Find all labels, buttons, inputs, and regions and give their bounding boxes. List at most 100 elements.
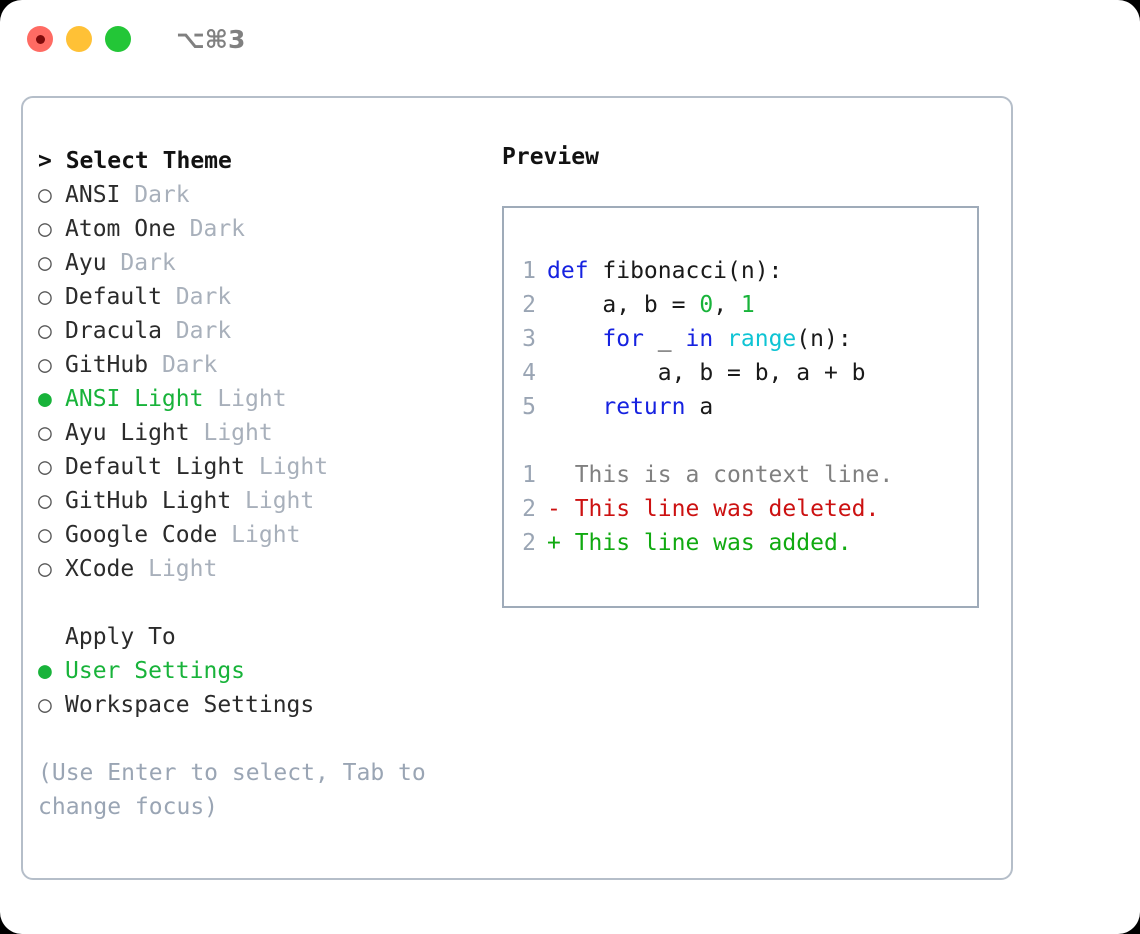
maximize-button[interactable] [105, 26, 131, 52]
code-token [713, 326, 727, 352]
theme-picker-column: > Select Theme ○ANSI Dark○Atom One Dark○… [38, 144, 468, 824]
code-token: return [602, 394, 686, 420]
theme-list-item[interactable]: ○Google Code Light [38, 518, 468, 552]
code-token: range [727, 326, 797, 352]
theme-name-label: Default Light [65, 454, 246, 480]
theme-variant-tag: Dark [120, 182, 190, 208]
radio-unselected-icon: ○ [38, 420, 52, 446]
theme-variant-tag: Dark [161, 284, 232, 310]
keyboard-hint-text: (Use Enter to select, Tab to change focu… [38, 760, 440, 820]
radio-unselected-icon: ○ [38, 182, 52, 208]
code-line: 3 for _ in range(n): [522, 322, 893, 356]
radio-unselected-icon: ○ [38, 318, 52, 344]
theme-list-item[interactable]: ○ XCode Light [38, 552, 468, 586]
theme-name-label: Ayu [65, 250, 107, 276]
diff-text: - This line was deleted. [547, 496, 880, 522]
close-button[interactable] [27, 26, 53, 52]
code-line: 2 a, b = 0, 1 [522, 288, 893, 322]
radio-unselected-icon: ○ [38, 692, 52, 718]
radio-selected-icon: ● [38, 386, 52, 412]
diff-text: + This line was added. [547, 530, 852, 556]
code-token: _ [643, 326, 686, 352]
radio-unselected-icon: ○ [38, 454, 52, 480]
theme-name-label: GitHub Light [65, 488, 232, 514]
radio-unselected-icon: ○ [38, 216, 52, 242]
code-token: , [713, 292, 741, 318]
hint-spacer [38, 722, 468, 756]
apply-to-title: Apply To [65, 624, 176, 650]
recording-dot-icon [35, 34, 45, 44]
code-blank-line [522, 424, 893, 458]
code-token [547, 394, 602, 420]
preview-title: Preview [502, 144, 599, 170]
code-token: a, b = [547, 292, 700, 318]
code-token: a, b = b, a + b [547, 360, 866, 386]
code-token [547, 326, 602, 352]
apply-to-label: Workspace Settings [65, 692, 315, 718]
code-token: a [685, 394, 714, 420]
radio-unselected-icon: ○ [38, 250, 52, 276]
theme-variant-tag: Light [217, 522, 301, 548]
theme-list-item[interactable]: ○Ayu Dark [38, 246, 468, 280]
code-line: 4 a, b = b, a + b [522, 356, 893, 390]
line-number: 2 [522, 496, 536, 522]
code-token: (n): [796, 326, 852, 352]
theme-name-label: XCode [65, 556, 135, 582]
theme-variant-tag: Dark [161, 318, 232, 344]
list-spacer [38, 586, 468, 620]
line-number: 5 [522, 394, 536, 420]
window-titlebar: ⌥⌘3 [0, 0, 1140, 78]
line-number: 4 [522, 360, 536, 386]
theme-list-item[interactable]: ○ ANSI Dark [38, 178, 468, 212]
keyboard-shortcut-label: ⌥⌘3 [176, 24, 246, 54]
diff-line: 1 This is a context line. [522, 458, 893, 492]
diff-text: This is a context line. [547, 462, 894, 488]
theme-list-item[interactable]: ○ Default Dark [38, 280, 468, 314]
radio-unselected-icon: ○ [38, 556, 52, 582]
theme-picker-header: > Select Theme [38, 148, 232, 174]
theme-list-item[interactable]: ○GitHub Dark [38, 348, 468, 382]
apply-to-label: User Settings [65, 658, 246, 684]
theme-list-item[interactable]: ○ Default Light Light [38, 450, 468, 484]
diff-line: 2+ This line was added. [522, 526, 893, 560]
theme-list-item[interactable]: ○ Ayu Light Light [38, 416, 468, 450]
apply-to-item[interactable]: ○ Workspace Settings [38, 688, 468, 722]
theme-variant-tag: Light [189, 420, 273, 446]
theme-list[interactable]: ○ ANSI Dark ○ Atom One Dark ○ Ayu Dark ○ Defaul… [38, 178, 468, 586]
code-token: 1 [740, 292, 755, 318]
radio-selected-icon: ● [38, 658, 52, 684]
apply-to-list[interactable]: ● User Settings ○ Workspace Settings [38, 654, 468, 722]
line-number: 2 [522, 292, 536, 318]
diff-line: 2 - This line was deleted. [522, 492, 893, 526]
theme-variant-tag: Light [245, 454, 329, 480]
traffic-lights [27, 26, 131, 52]
theme-list-item[interactable]: ○ GitHub Light Light [38, 484, 468, 518]
theme-name-label: Atom One [65, 216, 176, 242]
theme-name-label: Default [65, 284, 162, 310]
radio-unselected-icon: ○ [38, 488, 52, 514]
theme-variant-tag: Light [231, 488, 315, 514]
theme-name-label: ANSI Light [65, 386, 204, 412]
code-token: for [602, 326, 644, 352]
apply-to-item[interactable]: ● User Settings [38, 654, 468, 688]
radio-unselected-icon: ○ [38, 284, 52, 310]
theme-name-label: Dracula [65, 318, 162, 344]
theme-name-label: ANSI [65, 182, 121, 208]
code-token: def [547, 258, 589, 284]
theme-name-label: Ayu Light [65, 420, 190, 446]
code-token: in [685, 326, 714, 352]
theme-name-label: Google Code [65, 522, 218, 548]
theme-variant-tag: Light [134, 556, 218, 582]
theme-name-label: GitHub [65, 352, 149, 378]
minimize-button[interactable] [66, 26, 92, 52]
theme-list-item[interactable]: ○ Dracula Dark [38, 314, 468, 348]
theme-variant-tag: Light [203, 386, 287, 412]
radio-unselected-icon: ○ [38, 352, 52, 378]
theme-list-item[interactable]: ● ANSI Light Light [38, 382, 468, 416]
theme-list-item[interactable]: ○Atom One Dark [38, 212, 468, 246]
